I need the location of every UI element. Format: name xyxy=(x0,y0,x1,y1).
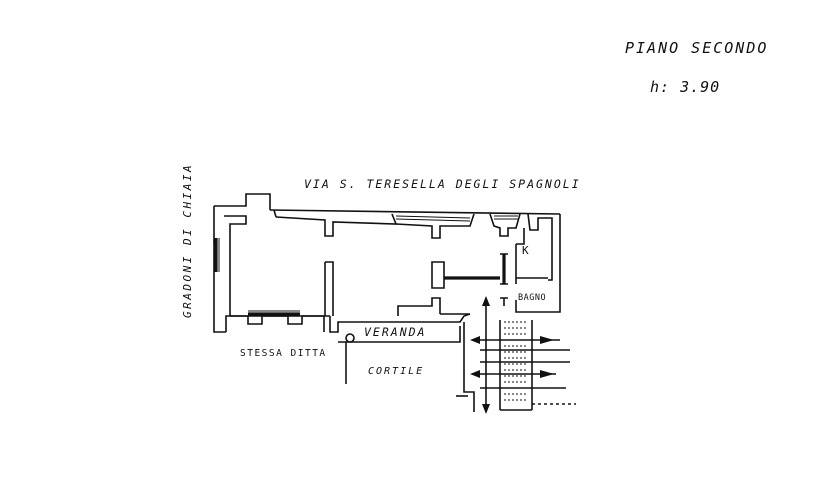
interior-walls xyxy=(324,228,548,316)
veranda-area xyxy=(338,322,475,412)
arrow-right-icon-2 xyxy=(540,370,554,378)
stair-block xyxy=(480,320,576,411)
kitchen-label: K xyxy=(522,244,529,257)
height-label: h: 3.90 xyxy=(650,78,720,96)
arrow-left-icon xyxy=(470,336,480,344)
floor-title: PIANO SECONDO xyxy=(625,39,768,57)
arrow-up-icon xyxy=(482,296,490,306)
stessa-ditta-label: STESSA DITTA xyxy=(240,348,327,359)
cortile-label: CORTILE xyxy=(368,366,424,377)
bagno-label: BAGNO xyxy=(518,293,546,303)
bottom-wall xyxy=(225,297,471,333)
left-wall xyxy=(213,206,247,333)
column-icon xyxy=(345,333,355,343)
stair-arrows xyxy=(470,296,554,414)
street-top-label: VIA S. TERESELLA DEGLI SPAGNOLI xyxy=(304,177,581,191)
veranda-label: VERANDA xyxy=(364,325,426,339)
right-wall xyxy=(548,214,561,313)
arrow-left-icon-2 xyxy=(470,370,480,378)
street-left-label: GRADONI DI CHIAIA xyxy=(181,163,194,318)
arrow-down-icon xyxy=(482,404,490,414)
arrow-right-icon xyxy=(540,336,554,344)
top-wall xyxy=(214,193,561,239)
